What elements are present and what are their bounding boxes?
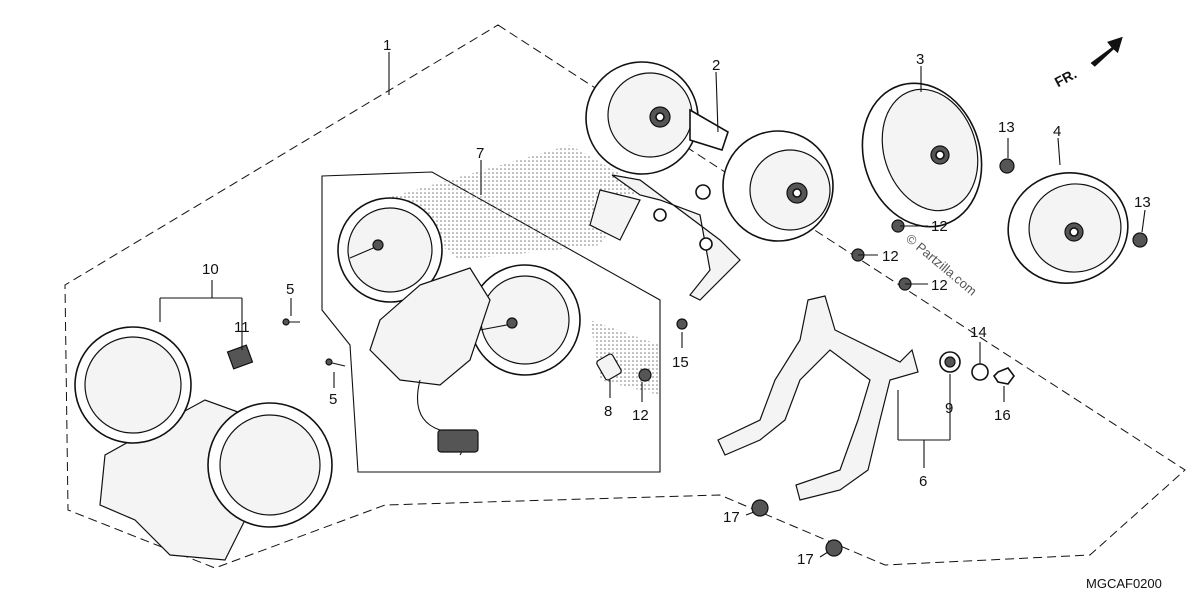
callout-14[interactable]: 14 xyxy=(970,324,987,341)
callout-17a[interactable]: 17 xyxy=(723,509,740,526)
callout-2[interactable]: 2 xyxy=(712,57,720,74)
meter-cover-3[interactable] xyxy=(844,68,999,243)
callout-3[interactable]: 3 xyxy=(916,51,924,68)
projection-shading-2 xyxy=(590,320,660,395)
callout-16[interactable]: 16 xyxy=(994,407,1011,424)
callout-12c[interactable]: 12 xyxy=(931,277,948,294)
callout-12b[interactable]: 12 xyxy=(882,248,899,265)
callout-13b[interactable]: 13 xyxy=(1134,194,1151,211)
callout-13a[interactable]: 13 xyxy=(998,119,1015,136)
projection-shading-1 xyxy=(380,145,640,260)
callout-9[interactable]: 9 xyxy=(945,400,953,417)
diagram-code: MGCAF0200 xyxy=(1086,576,1162,591)
leader-lines xyxy=(159,52,1146,558)
callout-11[interactable]: 11 xyxy=(234,319,250,336)
callout-labels: 1 2 3 4 5 5 6 7 8 9 10 11 12 12 12 12 13… xyxy=(202,37,1151,568)
callout-10[interactable]: 10 xyxy=(202,261,219,278)
assembly-boundary xyxy=(64,24,1186,569)
meter-garnish-10[interactable] xyxy=(74,326,333,561)
callout-15[interactable]: 15 xyxy=(672,354,689,371)
meter-assembly-7[interactable] xyxy=(337,197,581,456)
callout-6[interactable]: 6 xyxy=(919,473,927,490)
callout-12a[interactable]: 12 xyxy=(931,218,948,235)
meter-case-2[interactable] xyxy=(585,61,834,301)
front-arrow-icon: FR. xyxy=(1052,36,1123,90)
callout-7[interactable]: 7 xyxy=(476,145,484,162)
front-indicator-label: FR. xyxy=(1052,65,1079,90)
callout-12d[interactable]: 12 xyxy=(632,407,649,424)
callout-5b[interactable]: 5 xyxy=(329,391,337,408)
fasteners xyxy=(282,158,1148,557)
callout-1[interactable]: 1 xyxy=(383,37,391,54)
meter-cover-4[interactable] xyxy=(999,163,1136,292)
callout-4[interactable]: 4 xyxy=(1053,123,1061,140)
callout-5a[interactable]: 5 xyxy=(286,281,294,298)
callout-8[interactable]: 8 xyxy=(604,403,612,420)
meter-bracket-6[interactable] xyxy=(717,295,919,501)
callout-17b[interactable]: 17 xyxy=(797,551,814,568)
